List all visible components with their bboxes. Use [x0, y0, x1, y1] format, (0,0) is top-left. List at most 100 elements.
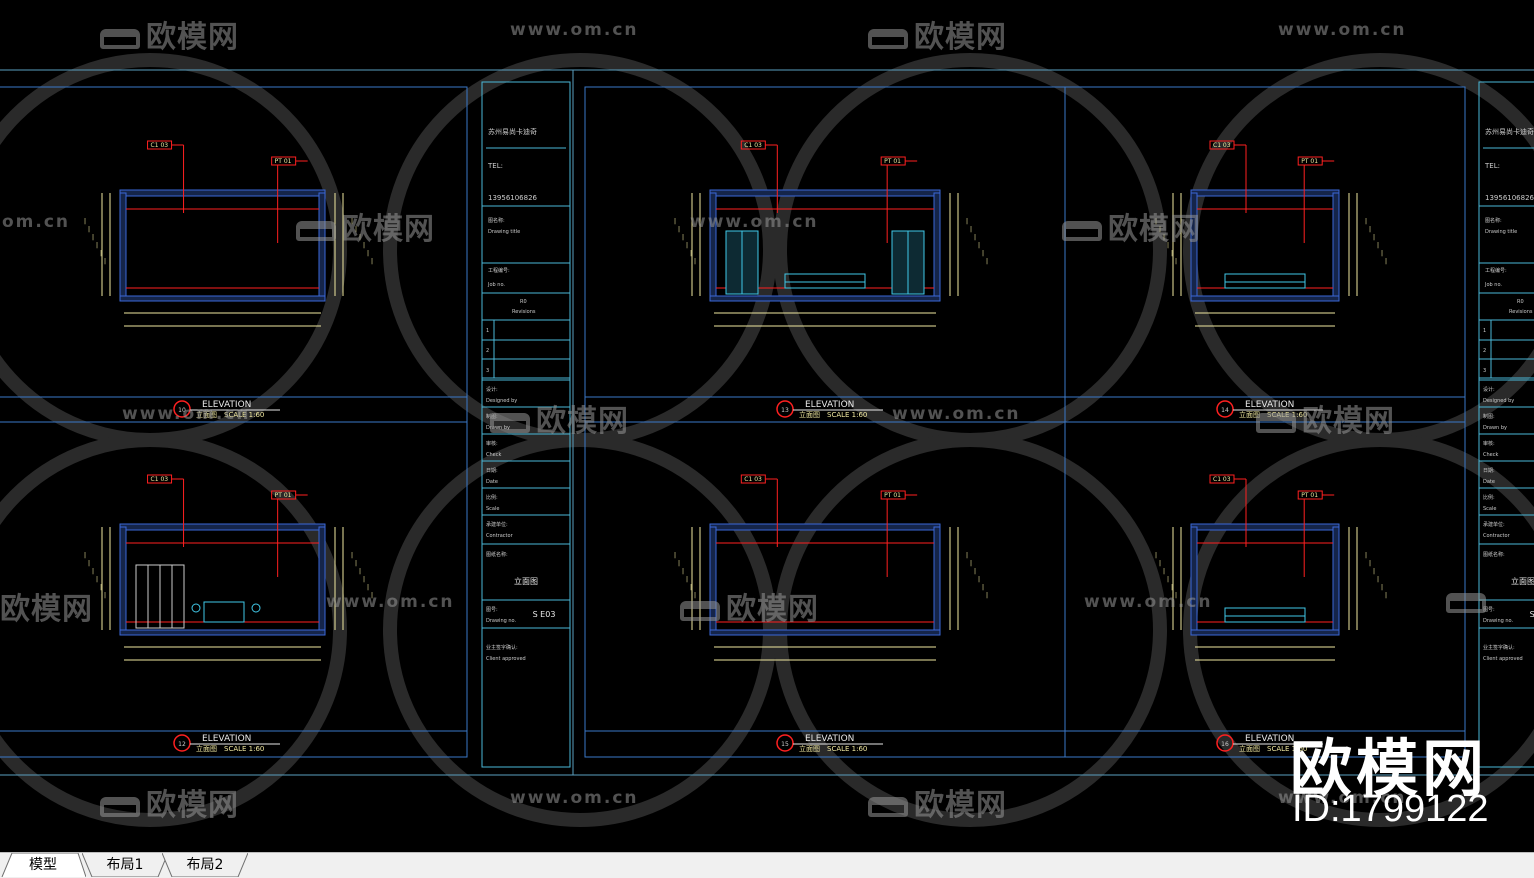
cad-text: Client approved — [486, 656, 526, 662]
tab-layout-1[interactable]: 布局1 — [82, 853, 168, 877]
cad-text: R0 — [1517, 299, 1524, 305]
wall-left — [1190, 526, 1198, 631]
elevation-number: 14 — [1221, 407, 1229, 414]
dimension-text: | — [686, 576, 688, 583]
dimension-text: | — [1163, 568, 1165, 575]
slab-top — [709, 523, 941, 531]
elevation-number-circle — [776, 734, 794, 752]
dimension-text: | — [1373, 568, 1375, 575]
elevation-number-circle — [173, 400, 191, 418]
dimension-text: | — [100, 584, 102, 591]
watermark-brand-logo: 欧模网 — [1290, 732, 1489, 805]
dimension-text: | — [359, 568, 361, 575]
tag-paint-text: PT 01 — [275, 158, 292, 165]
elevation-title: ELEVATION — [202, 734, 251, 744]
cad-text: Revisions — [1509, 309, 1533, 315]
cad-text: Contractor — [486, 533, 514, 539]
watermark-circle — [0, 433, 347, 827]
slab-bottom — [1190, 629, 1340, 636]
dimension-text: | — [1369, 560, 1371, 567]
dimension-text: | — [970, 226, 972, 233]
tag-paint-text: PT 01 — [1301, 158, 1318, 165]
watermark-circle — [773, 53, 1167, 447]
elevation-number-circle — [776, 400, 794, 418]
dimension-text: | — [96, 576, 98, 583]
dimension-text: | — [1159, 226, 1161, 233]
dimension-text: | — [1171, 250, 1173, 257]
cad-text: Drawing title — [488, 229, 520, 235]
tag-paint-text: PT 01 — [884, 492, 901, 499]
cad-text: 图名称: — [1485, 217, 1502, 224]
dimension-text: | — [84, 552, 86, 559]
elevation-title: ELEVATION — [1245, 734, 1294, 744]
dimension-text: | — [970, 560, 972, 567]
phone-number: 13956106826 — [488, 194, 538, 202]
dimension-text: | — [674, 552, 676, 559]
elevation-subtitle: 立面图 — [1239, 744, 1260, 753]
dimension-text: | — [674, 218, 676, 225]
cad-text: 制图: — [1483, 413, 1495, 420]
cad-text: 制图: — [486, 413, 498, 420]
cad-text: Designed by — [486, 398, 517, 404]
elevation-subtitle: 立面图 — [196, 410, 217, 419]
tab-layout-2[interactable]: 布局2 — [162, 853, 248, 877]
slab-top — [709, 189, 941, 197]
title-block-frame — [1478, 81, 1534, 768]
cad-text: 比例: — [486, 494, 498, 501]
cad-text: 图纸名称: — [1483, 551, 1505, 558]
elevation-title: ELEVATION — [1245, 400, 1294, 410]
table — [203, 601, 245, 623]
elevation-number-circle — [1216, 734, 1234, 752]
cad-text: 业主签字确认: — [1483, 644, 1515, 651]
elevation-scale: SCALE 1:60 — [827, 745, 867, 753]
dimension-text: | — [974, 568, 976, 575]
cad-text: 审核: — [486, 440, 498, 447]
elevation-subtitle: 立面图 — [799, 744, 820, 753]
dimension-text: | — [92, 234, 94, 241]
cad-text: Check — [1483, 452, 1498, 458]
dimension-text: | — [986, 592, 988, 599]
tag-ceiling-text: C1 03 — [151, 476, 169, 483]
cad-text: Drawing no. — [1483, 618, 1514, 624]
dimension-text: | — [367, 584, 369, 591]
dimension-text: | — [1155, 552, 1157, 559]
elevation-number-circle — [1216, 400, 1234, 418]
dimension-text: | — [359, 234, 361, 241]
dimension-text: | — [982, 250, 984, 257]
drawing-number: S E03 — [533, 610, 556, 619]
dimension-text: | — [682, 568, 684, 575]
cad-text: Revisions — [512, 309, 536, 315]
dimension-text: | — [1175, 592, 1177, 599]
dimension-text: | — [104, 592, 106, 599]
dimension-text: | — [682, 234, 684, 241]
slab-top — [1190, 189, 1340, 197]
cad-text: Scale — [1483, 506, 1496, 512]
wall-left — [119, 526, 127, 631]
dimension-text: | — [966, 552, 968, 559]
wall-left — [119, 192, 127, 297]
wall-left — [1190, 192, 1198, 297]
dimension-text: | — [690, 584, 692, 591]
revision-row: 2 — [486, 348, 489, 354]
dimension-text: | — [978, 242, 980, 249]
elevation-title: ELEVATION — [202, 400, 251, 410]
revision-row: 3 — [486, 368, 489, 374]
dimension-text: | — [96, 242, 98, 249]
tab-model[interactable]: 模型 — [0, 853, 86, 877]
elevation-subtitle: 立面图 — [799, 410, 820, 419]
company-name: 苏州易尚卡迪奇 — [488, 127, 537, 136]
watermark-circle — [1183, 53, 1534, 447]
layout-tab-bar: 模型 布局1 布局2 — [0, 852, 1534, 878]
dimension-text: | — [686, 242, 688, 249]
slab-top — [119, 189, 326, 197]
slab-bottom — [709, 629, 941, 636]
